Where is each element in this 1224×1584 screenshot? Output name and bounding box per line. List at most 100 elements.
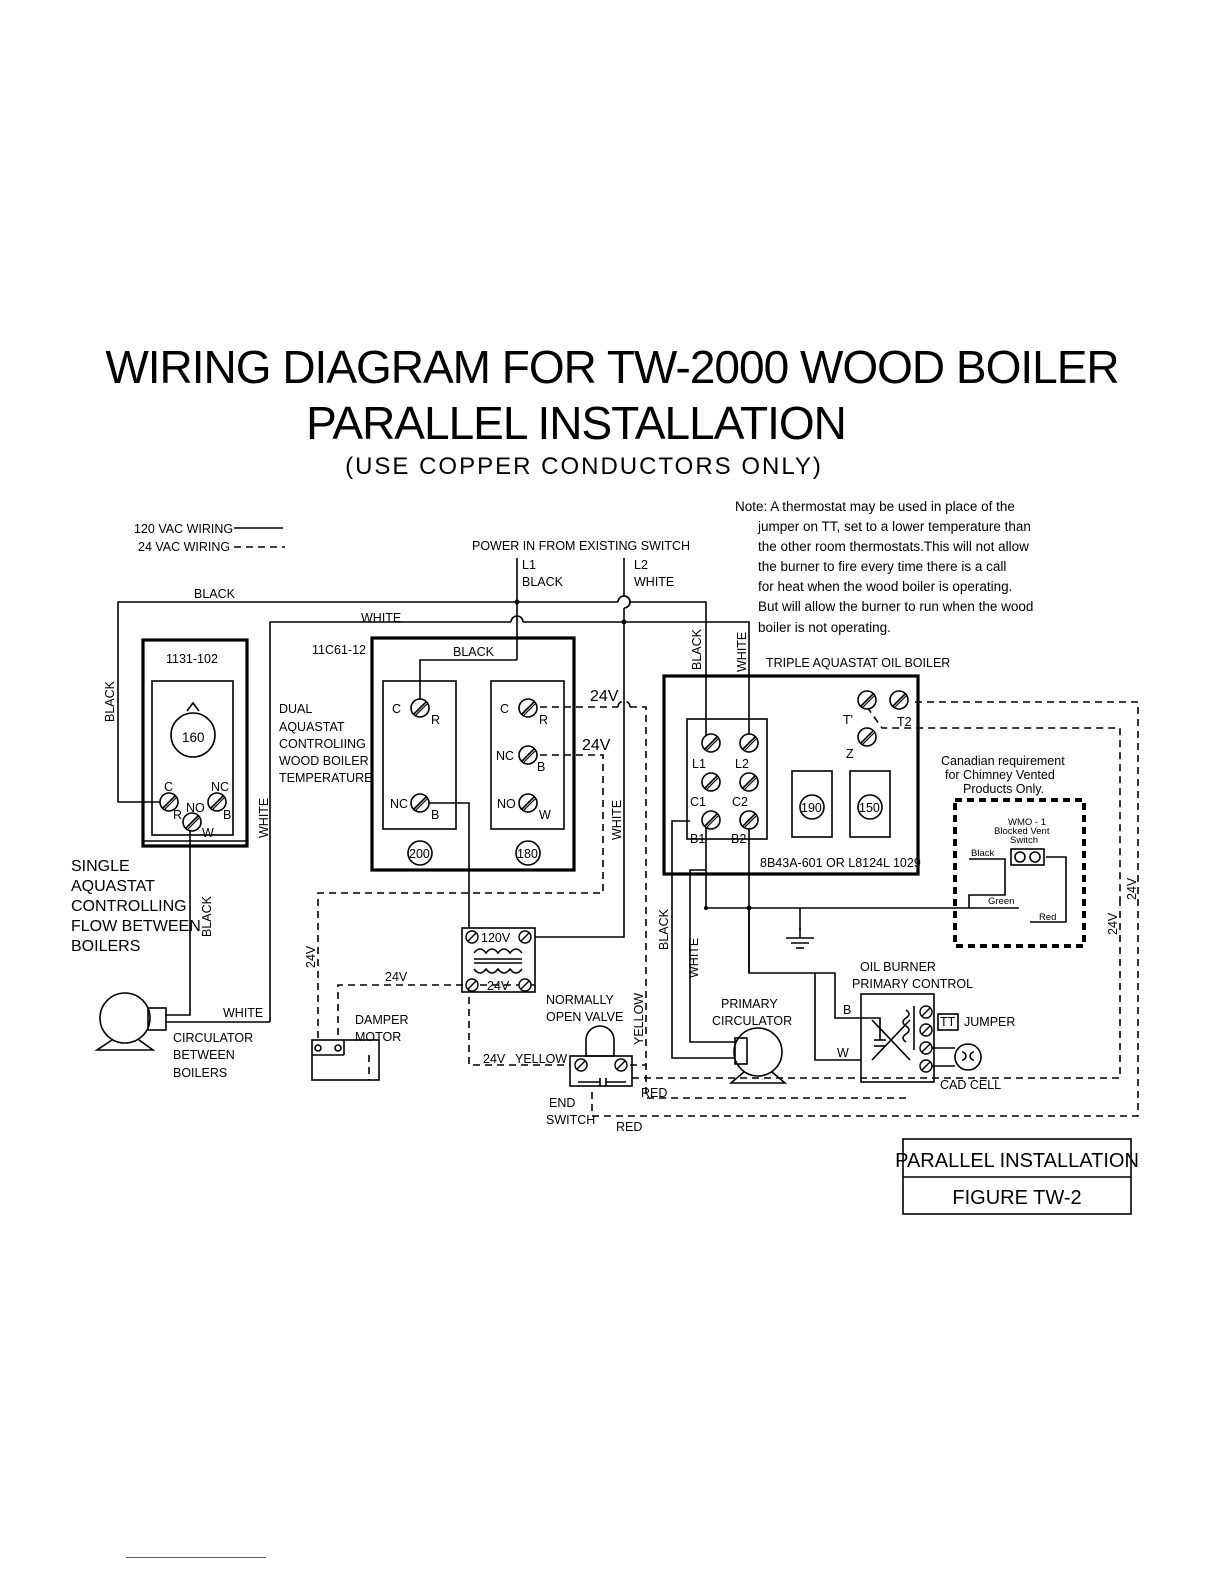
- note-line: boiler is not operating.: [758, 620, 891, 635]
- svg-text:Red: Red: [1039, 912, 1056, 923]
- wire-label-black: BLACK: [194, 587, 236, 601]
- triple-dial-2: 150: [859, 801, 880, 815]
- svg-text:T2: T2: [897, 715, 912, 729]
- copper-notice: (USE COPPER CONDUCTORS ONLY): [345, 453, 823, 480]
- svg-text:CAD CELL: CAD CELL: [940, 1078, 1001, 1092]
- svg-text:AQUASTAT: AQUASTAT: [279, 720, 345, 734]
- wire-label-white: WHITE: [223, 1006, 263, 1020]
- dual-aquastat-caption: DUAL AQUASTAT CONTROLIING WOOD BOILER TE…: [279, 702, 373, 785]
- svg-text:W: W: [202, 826, 214, 840]
- svg-text:W: W: [539, 808, 551, 822]
- svg-text:WMO - 1: WMO - 1: [1008, 817, 1046, 828]
- thermostat-note: Note: A thermostat may be used in place …: [735, 499, 1033, 635]
- wire-label-yellow: YELLOW: [515, 1052, 567, 1066]
- svg-text:C: C: [392, 702, 401, 716]
- svg-text:TT: TT: [940, 1015, 956, 1029]
- svg-text:NORMALLY: NORMALLY: [546, 993, 615, 1007]
- svg-text:END: END: [549, 1096, 575, 1110]
- svg-text:CONTROLLING: CONTROLLING: [71, 898, 187, 915]
- svg-text:OPEN VALVE: OPEN VALVE: [546, 1010, 623, 1024]
- wire-label-red: RED: [616, 1120, 642, 1134]
- svg-text:Black: Black: [971, 848, 994, 859]
- svg-text:T': T': [843, 713, 853, 727]
- wire-label-black: BLACK: [453, 645, 495, 659]
- svg-text:BOILERS: BOILERS: [173, 1066, 227, 1080]
- wire-label-24v: 24V: [304, 945, 318, 968]
- triple-aquastat-caption: TRIPLE AQUASTAT OIL BOILER: [766, 656, 950, 670]
- svg-text:PRIMARY CONTROL: PRIMARY CONTROL: [852, 977, 973, 991]
- wire-label-24v: 24V: [1125, 877, 1139, 900]
- wire-label-24v: 24V: [385, 970, 408, 984]
- svg-text:DUAL: DUAL: [279, 702, 312, 716]
- svg-text:B2: B2: [731, 832, 746, 846]
- svg-text:OIL BURNER: OIL BURNER: [860, 960, 936, 974]
- wire-label-white: WHITE: [687, 938, 701, 978]
- svg-text:Products Only.: Products Only.: [963, 782, 1044, 796]
- l2-color-label: WHITE: [634, 575, 674, 589]
- wire-label-black: BLACK: [103, 680, 117, 722]
- svg-text:B: B: [431, 808, 439, 822]
- dual-aquastat-model: 11C61-12: [312, 643, 366, 657]
- svg-text:Green: Green: [988, 896, 1014, 907]
- diagram-title: WIRING DIAGRAM FOR TW-2000 WOOD BOILER: [105, 341, 1119, 393]
- single-aquastat-model: 1131-102: [166, 652, 218, 666]
- svg-text:SWITCH: SWITCH: [546, 1113, 595, 1127]
- transformer-120v: 120V: [481, 931, 511, 945]
- diagram-subtitle: PARALLEL INSTALLATION: [306, 397, 847, 449]
- single-aquastat-dial: 160: [182, 730, 205, 745]
- svg-text:TEMPERATURE: TEMPERATURE: [279, 771, 373, 785]
- svg-text:FLOW BETWEEN: FLOW BETWEEN: [71, 918, 201, 935]
- svg-text:DAMPER: DAMPER: [355, 1013, 408, 1027]
- svg-text:CIRCULATOR: CIRCULATOR: [712, 1014, 792, 1028]
- svg-text:NO: NO: [186, 801, 205, 815]
- note-line: the other room thermostats.This will not…: [758, 539, 1029, 554]
- legend-120vac: 120 VAC WIRING: [134, 522, 233, 536]
- svg-text:Canadian requirement: Canadian requirement: [941, 754, 1065, 768]
- svg-text:Z: Z: [846, 747, 854, 761]
- triple-aquastat-model: 8B43A-601 OR L8124L 1029: [760, 856, 921, 870]
- wire-label-white: WHITE: [361, 611, 401, 625]
- svg-text:C2: C2: [732, 795, 748, 809]
- svg-text:B1: B1: [690, 832, 705, 846]
- svg-text:Switch: Switch: [1010, 835, 1038, 846]
- svg-text:NO: NO: [497, 797, 516, 811]
- note-line: Note: A thermostat may be used in place …: [735, 499, 1015, 514]
- note-line: for heat when the wood boiler is operati…: [758, 579, 1012, 594]
- svg-text:CIRCULATOR: CIRCULATOR: [173, 1031, 253, 1045]
- svg-text:SINGLE: SINGLE: [71, 858, 130, 875]
- primary-circulator: PRIMARY CIRCULATOR: [712, 997, 792, 1084]
- svg-text:C: C: [164, 780, 173, 794]
- canadian-requirement: Canadian requirement for Chimney Vented …: [941, 754, 1086, 948]
- dual-dial-2: 180: [517, 847, 538, 861]
- svg-text:CONTROLIING: CONTROLIING: [279, 737, 366, 751]
- svg-text:WOOD BOILER: WOOD BOILER: [279, 754, 369, 768]
- svg-text:NC: NC: [390, 797, 408, 811]
- dual-dial-1: 200: [409, 847, 430, 861]
- svg-text:W: W: [837, 1046, 849, 1060]
- svg-text:R: R: [431, 713, 440, 727]
- oil-burner-primary-control: OIL BURNER PRIMARY CONTROL B W TT JUMPER…: [837, 960, 1015, 1092]
- l1-label: L1: [522, 558, 536, 572]
- svg-text:BOILERS: BOILERS: [71, 938, 140, 955]
- transformer-24v: 24V: [487, 979, 510, 993]
- dual-aquastat: 11C61-12 C R NC B 200 C R NC B NO W 180: [312, 636, 576, 872]
- single-aquastat: 1131-102 160 C NC R NO B W: [141, 638, 249, 848]
- damper-motor: DAMPER MOTOR: [311, 1013, 408, 1081]
- legend-24vac: 24 VAC WIRING: [138, 540, 230, 554]
- wire-label-yellow: YELLOW: [632, 993, 646, 1045]
- wire-label-24v: 24V: [1106, 912, 1120, 935]
- wire-label-black: BLACK: [657, 908, 671, 950]
- triple-aquastat: TRIPLE AQUASTAT OIL BOILER T' T2 Z L1 L2…: [662, 656, 950, 876]
- svg-text:C: C: [500, 702, 509, 716]
- svg-text:for Chimney Vented: for Chimney Vented: [945, 768, 1055, 782]
- note-line: the burner to fire every time there is a…: [758, 559, 1006, 574]
- wire-label-24v: 24V: [582, 737, 611, 754]
- transformer: 120V 24V: [461, 927, 536, 993]
- svg-text:R: R: [539, 713, 548, 727]
- wire-label-white: WHITE: [610, 800, 624, 840]
- svg-text:BETWEEN: BETWEEN: [173, 1048, 235, 1062]
- triple-dial-1: 190: [801, 801, 822, 815]
- wire-label-24v: 24V: [590, 688, 619, 705]
- wire-label-black: BLACK: [200, 895, 214, 937]
- normally-open-valve: NORMALLY OPEN VALVE END SWITCH: [546, 993, 633, 1127]
